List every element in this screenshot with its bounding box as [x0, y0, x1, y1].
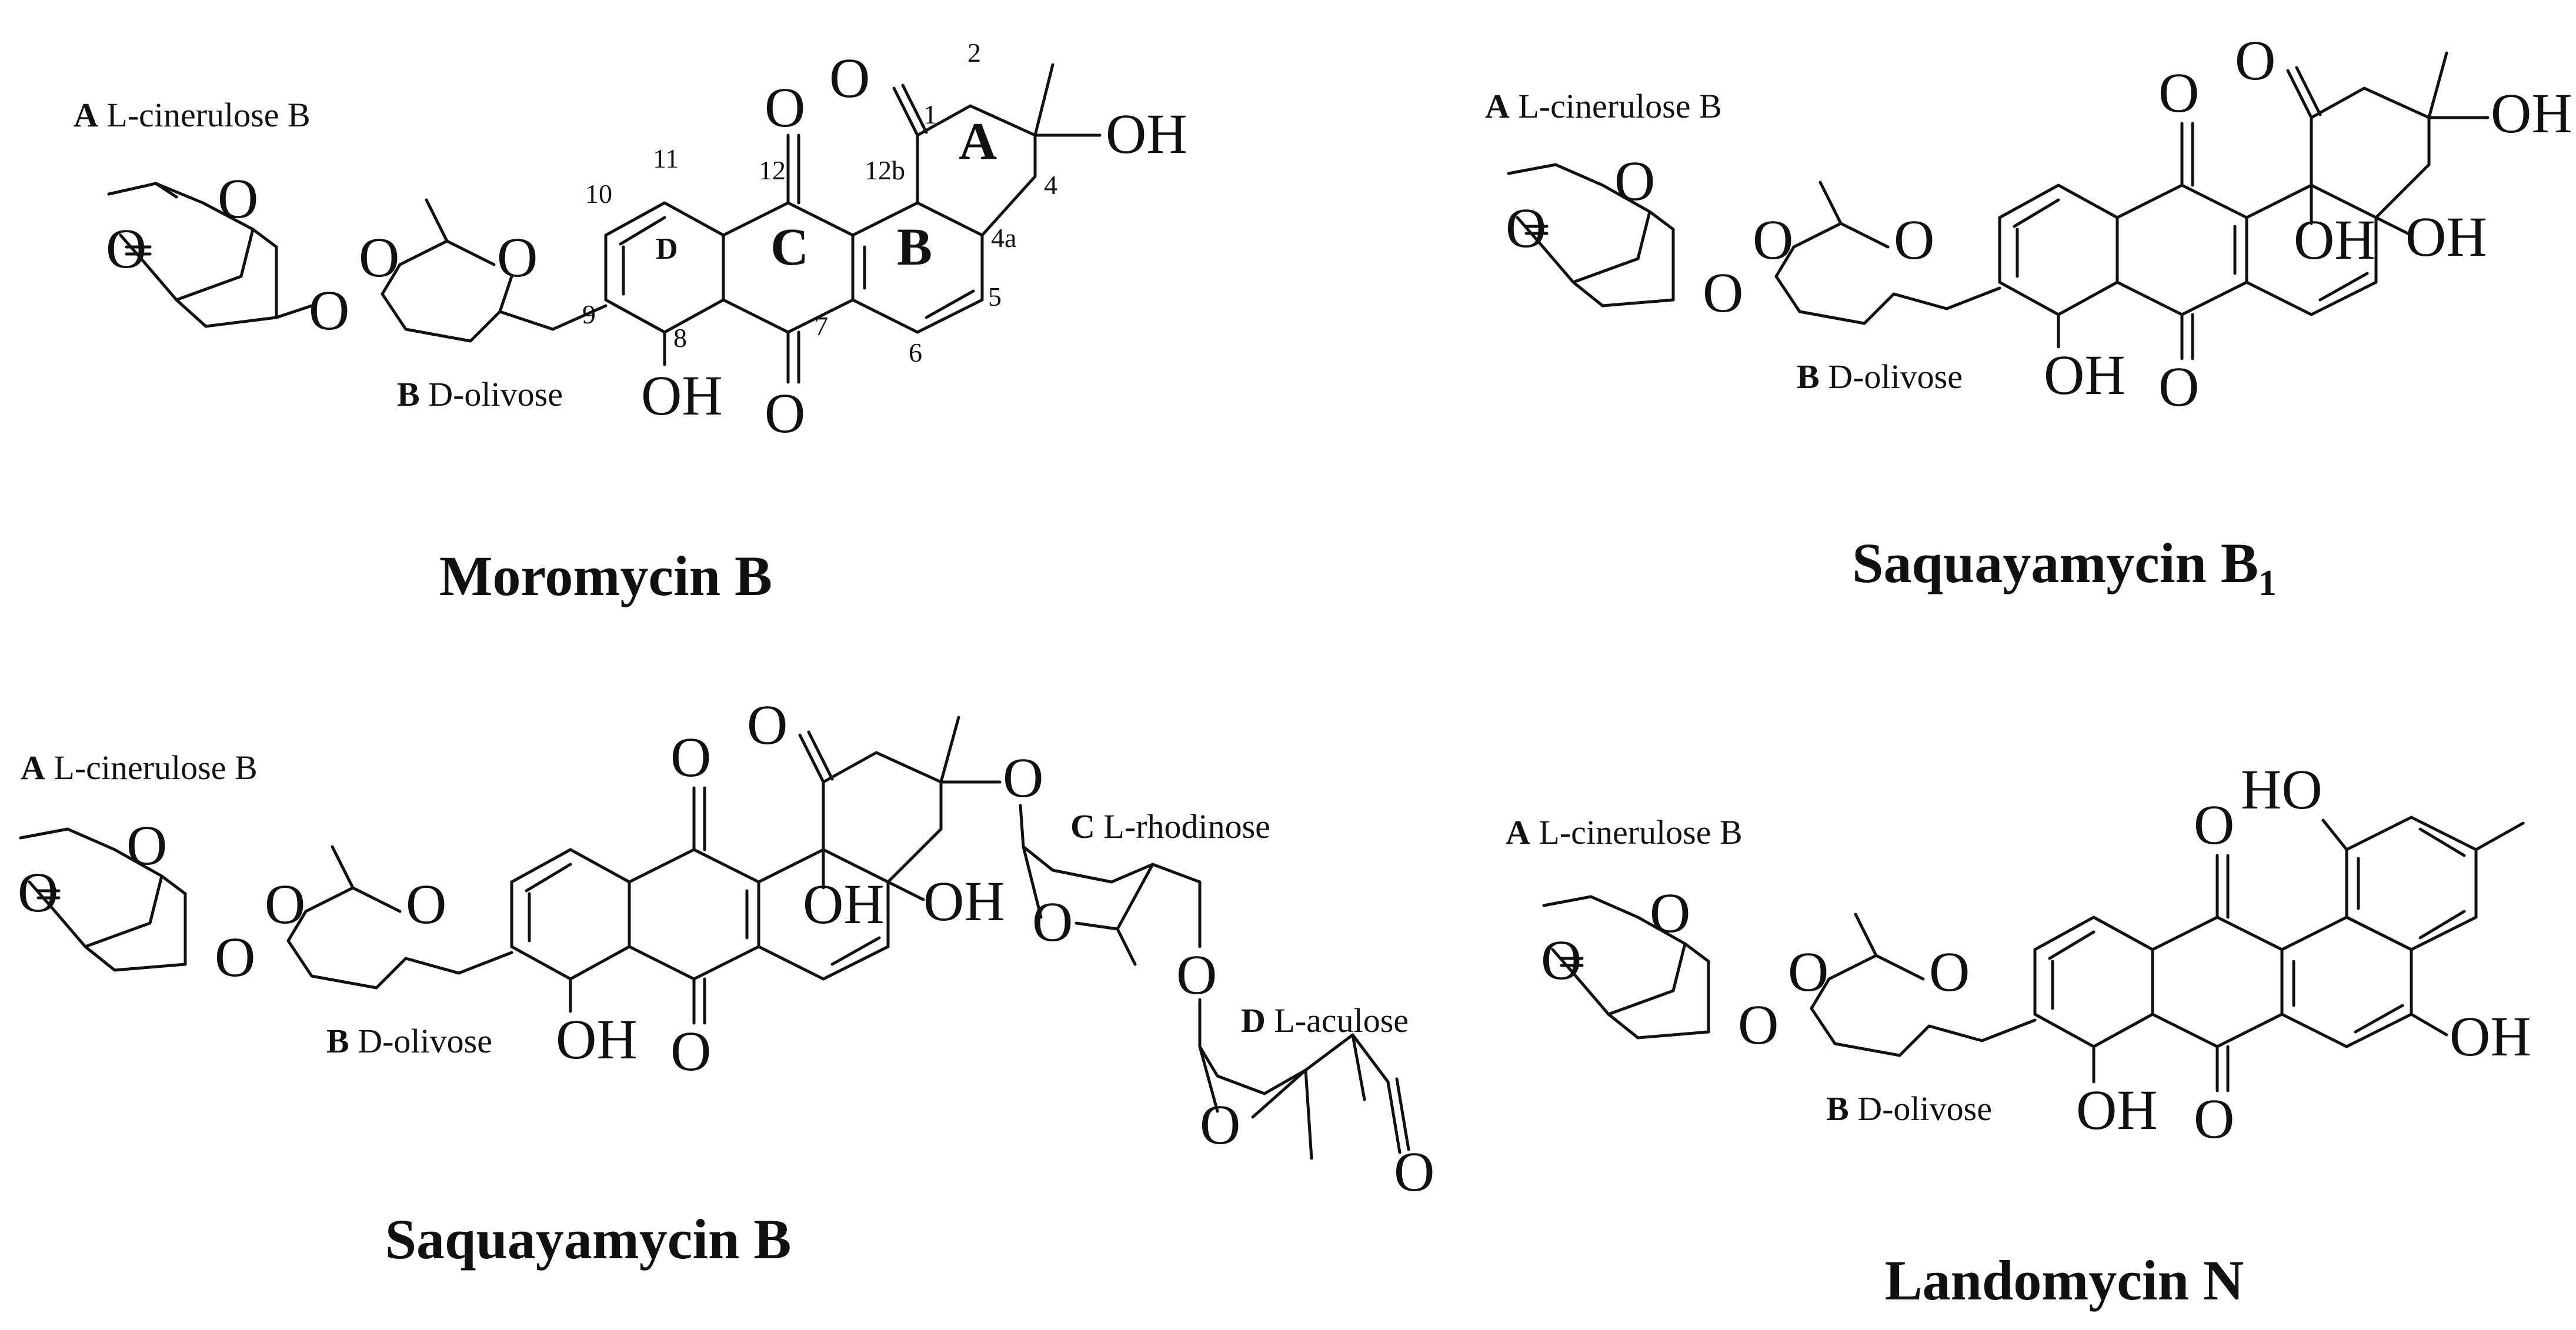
sugar-a-cinerulose [1542, 895, 1710, 1040]
ring-label-b: B [897, 218, 932, 276]
aglycone-core [604, 63, 1102, 384]
atom-o: O [1703, 261, 1743, 324]
atom-oh: OH [2450, 1005, 2531, 1068]
compound-title: Moromycin B [439, 544, 772, 607]
aglycone-core [510, 716, 1002, 1025]
atom-o: O [497, 226, 538, 289]
sugar-label-a: A L-cinerulose B [1485, 87, 1722, 125]
atom-oh: OH [2491, 82, 2572, 145]
atom-o: O [309, 279, 349, 342]
sugar-b-olivose [1774, 181, 2001, 325]
locant-5: 5 [988, 282, 1002, 312]
atom-o: O [2194, 793, 2234, 856]
atom-o: O [2194, 1087, 2234, 1150]
sugar-label-c: C L-rhodinose [1070, 807, 1270, 846]
sugar-b-olivose [381, 198, 608, 343]
atom-oh: OH [2076, 1078, 2158, 1141]
aglycone-core [2033, 816, 2525, 1092]
atom-o: O [670, 1020, 711, 1082]
sugar-label-a: A L-cinerulose B [21, 748, 258, 787]
locant-10: 10 [585, 179, 612, 209]
atom-o: O [1929, 940, 1970, 1003]
sugar-label-d: D L-aculose [1241, 1001, 1409, 1040]
saquayamycin-b-structure: O O O O O [18, 693, 1434, 1271]
atom-o: O [2158, 61, 2199, 124]
atom-o: O [1506, 196, 1546, 259]
atom-o: O [406, 873, 446, 935]
atom-o: O [106, 217, 146, 280]
ring-label-d: D [656, 232, 678, 266]
moromycin-b-structure: O O O O O [74, 38, 1187, 607]
atom-o: O [359, 226, 399, 289]
atom-ho: HO [2241, 758, 2323, 821]
locant-2: 2 [967, 38, 981, 68]
atom-o: O [18, 861, 58, 924]
atom-o: O [1894, 208, 1934, 271]
atom-o: O [1032, 890, 1073, 953]
atom-oh: OH [641, 364, 723, 427]
ring-label-a: A [959, 112, 997, 171]
aglycone-core [1998, 51, 2490, 360]
atom-o: O [747, 693, 788, 756]
atom-oh: OH [803, 873, 885, 935]
locant-4a: 4a [991, 223, 1016, 253]
atom-o: O [1200, 1093, 1240, 1156]
sugar-label-a: A L-cinerulose B [1506, 813, 1743, 851]
locant-1: 1 [923, 99, 937, 129]
sugar-label-b: B D-olivose [397, 375, 563, 413]
atom-o: O [265, 873, 305, 935]
sugar-b-olivose [286, 845, 513, 990]
sugar-c-rhodinose [1019, 804, 1202, 966]
locant-4: 4 [1044, 170, 1057, 200]
ring-label-c: C [770, 218, 809, 276]
landomycin-n-structure: O O O O O [1506, 758, 2531, 1312]
locant-7: 7 [815, 311, 828, 341]
atom-o: O [1738, 993, 1778, 1056]
sugar-label-b: B D-olivose [1826, 1090, 1992, 1128]
atom-o: O [215, 925, 255, 988]
atom-o: O [1003, 746, 1043, 809]
atom-oh: OH [556, 1008, 638, 1071]
saquayamycin-b1-structure: O O O O O [1485, 29, 2572, 603]
atom-o: O [765, 76, 805, 139]
atom-o: O [1541, 928, 1581, 991]
atom-o: O [1788, 940, 1828, 1003]
atom-oh: OH [923, 870, 1005, 933]
locant-9: 9 [582, 299, 596, 329]
locant-6: 6 [909, 337, 922, 367]
atom-o: O [1394, 1140, 1434, 1203]
atom-o: O [2158, 355, 2199, 418]
locant-8: 8 [673, 323, 687, 353]
atom-o: O [126, 814, 167, 877]
locant-11: 11 [653, 143, 679, 173]
atom-oh: OH [2294, 208, 2375, 271]
sugar-label-b: B D-olivose [1797, 357, 1963, 396]
atom-o: O [2235, 29, 2275, 92]
sugar-label-a: A L-cinerulose B [74, 96, 311, 134]
atom-oh: OH [2044, 343, 2125, 406]
atom-o: O [218, 167, 258, 230]
compound-title: Saquayamycin B [385, 1208, 792, 1271]
sugar-a-cinerulose [107, 182, 313, 328]
sugar-label-b: B D-olivose [326, 1022, 492, 1060]
atom-oh: OH [2405, 205, 2487, 268]
atom-o: O [1614, 149, 1655, 212]
compound-title: Landomycin N [1885, 1249, 2244, 1312]
atom-o: O [670, 726, 711, 788]
locant-12: 12 [759, 155, 786, 185]
sugar-b-olivose [1810, 913, 2037, 1057]
sugar-a-cinerulose [1507, 163, 1675, 308]
atom-o: O [1176, 943, 1217, 1006]
sugar-a-cinerulose [19, 827, 187, 972]
compound-title: Saquayamycin B1 [1852, 532, 2277, 603]
sugar-d-aculose [1198, 998, 1410, 1160]
atom-oh: OH [1106, 102, 1187, 165]
atom-o: O [1650, 881, 1690, 944]
locant-12b: 12b [865, 155, 905, 185]
atom-o: O [1753, 208, 1793, 271]
atom-o: O [829, 46, 870, 109]
atom-o: O [765, 382, 805, 445]
